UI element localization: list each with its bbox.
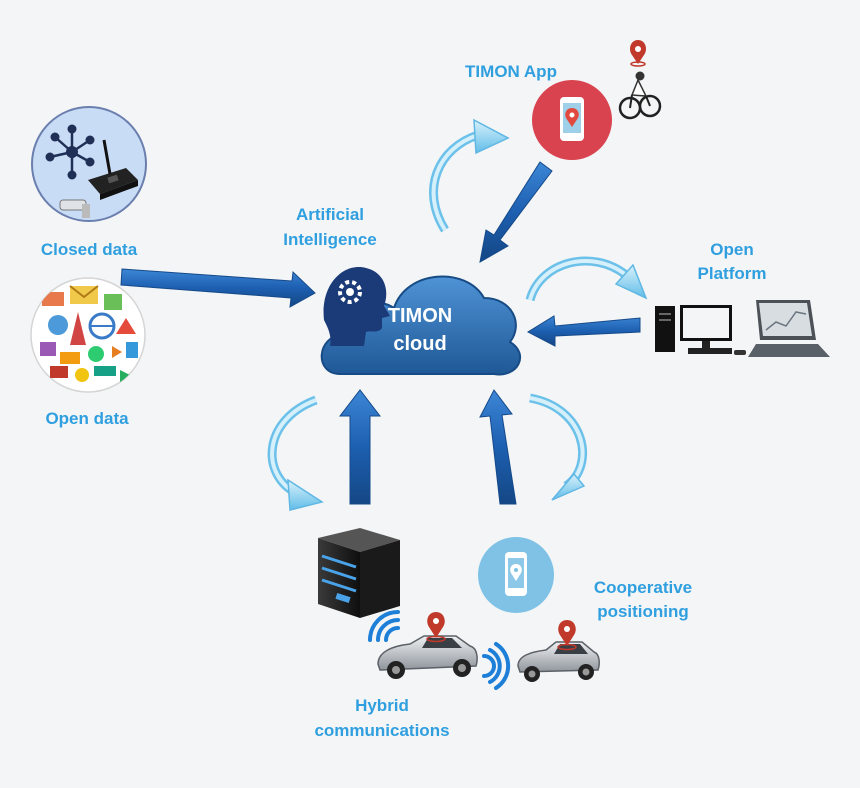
head-gear-icon bbox=[323, 267, 390, 346]
car-icon bbox=[377, 635, 478, 679]
cloud-title-line1: TIMON bbox=[388, 305, 452, 327]
hybrid-label-line1: Hybrid bbox=[355, 696, 409, 715]
positioning-cycle-arrow bbox=[529, 393, 588, 501]
ai-label-line1: Artificial bbox=[296, 205, 364, 224]
open-platform-label-line1: Open bbox=[710, 240, 753, 259]
cyclist-icon bbox=[618, 40, 662, 120]
desktop-laptop-icon bbox=[655, 300, 830, 357]
car-icon bbox=[517, 641, 600, 682]
smartphone-map-icon bbox=[478, 537, 554, 613]
iot-devices-icon bbox=[31, 106, 147, 222]
data-to-cloud-arrow bbox=[120, 268, 316, 308]
open-data-label: Open data bbox=[45, 409, 129, 428]
platform-to-cloud-arrow bbox=[526, 315, 641, 347]
server-to-cloud-arrow bbox=[338, 389, 382, 505]
open-data-collage-icon bbox=[30, 277, 146, 393]
wifi-icon bbox=[482, 642, 511, 690]
map-pin-icon bbox=[557, 620, 577, 651]
platform-cycle-arrow bbox=[525, 256, 648, 302]
server-cycle-arrow bbox=[267, 395, 324, 511]
server-icon bbox=[318, 528, 400, 618]
map-pin-icon bbox=[426, 612, 446, 643]
wifi-icon bbox=[368, 610, 400, 642]
ai-label-line2: Intelligence bbox=[283, 230, 377, 249]
cloud-title-line2: cloud bbox=[393, 333, 446, 355]
cooperative-label-line1: Cooperative bbox=[594, 578, 692, 597]
cooperative-label-line2: positioning bbox=[597, 602, 689, 621]
hybrid-label-line2: communications bbox=[314, 721, 449, 740]
app-cycle-arrow bbox=[429, 118, 510, 233]
smartphone-map-icon bbox=[532, 80, 612, 160]
timon-app-label: TIMON App bbox=[465, 62, 557, 81]
app-to-cloud-arrow bbox=[479, 161, 553, 263]
cars-to-cloud-arrow bbox=[479, 389, 517, 505]
open-platform-label-line2: Platform bbox=[698, 264, 767, 283]
closed-data-label: Closed data bbox=[41, 240, 138, 259]
